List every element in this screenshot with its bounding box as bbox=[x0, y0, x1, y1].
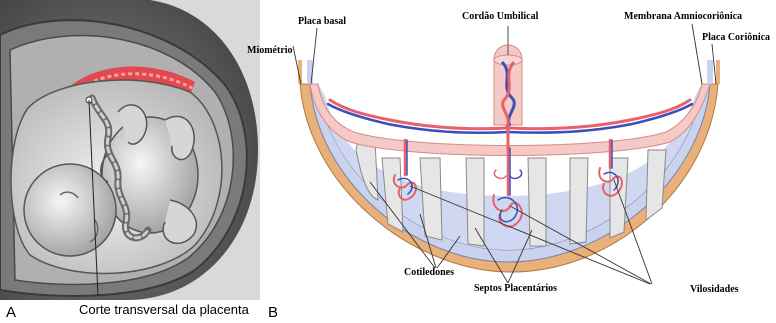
panel-a-caption: Corte transversal da placenta bbox=[79, 303, 249, 316]
label-cordao-umbilical: Cordão Umbilical bbox=[462, 12, 538, 22]
placenta-schematic-diagram bbox=[270, 0, 776, 323]
label-septos-placentarios: Septos Placentários bbox=[474, 284, 557, 294]
label-placa-basal: Placa basal bbox=[298, 17, 346, 27]
label-cotiledones: Cotiledones bbox=[404, 268, 454, 278]
label-placa-corionica: Placa Coriônica bbox=[702, 33, 770, 43]
uterus-cross-section-illustration bbox=[0, 0, 260, 300]
label-membrana-amniocorionica: Membrana Amniocoriônica bbox=[624, 12, 742, 22]
label-vilosidades: Vilosidades bbox=[690, 285, 739, 295]
panel-b-letter: B bbox=[268, 305, 278, 320]
label-miometrio: Miométrio bbox=[247, 46, 293, 56]
panel-a-letter: A bbox=[6, 305, 16, 320]
